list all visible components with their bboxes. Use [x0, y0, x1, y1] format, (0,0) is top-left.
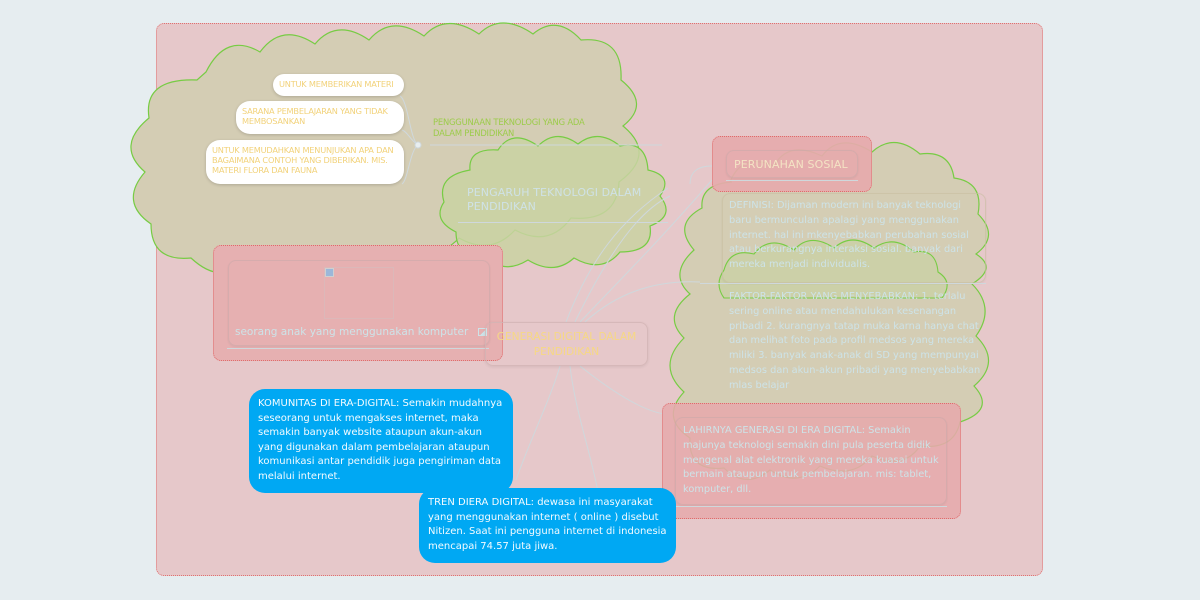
- connector-center-faktor: [584, 281, 701, 323]
- image-underline: [227, 348, 489, 349]
- lahirnya-text: LAHIRNYA GENERASI DI ERA DIGITAL: Semaki…: [683, 424, 948, 498]
- faktor-text: FAKTOR-FAKTOR YANG MENYEBABKAN: 1. terla…: [729, 290, 984, 394]
- topic-label: PENGARUH TEKNOLOGI DALAM PENDIDIKAN: [467, 186, 642, 213]
- topic-tren[interactable]: TREN DIERA DIGITAL: dewasa ini masyaraka…: [419, 488, 676, 563]
- connector-center-perubahan: [579, 179, 713, 323]
- boundary-lahirnya: [662, 403, 961, 519]
- faktor-label: FAKTOR-FAKTOR YANG MENYEBABKAN: 1. terla…: [729, 291, 981, 391]
- boundary-image-node: [213, 245, 503, 361]
- definisi-card[interactable]: [722, 193, 986, 283]
- broken-image-icon: [325, 268, 334, 277]
- connector-center-tren: [569, 365, 599, 493]
- connector-node-dot: [414, 141, 422, 149]
- perubahan-underline: [726, 180, 858, 181]
- perubahan-title: PERUNAHAN SOSIAL: [734, 158, 848, 172]
- connector-center-lahirnya: [579, 365, 665, 415]
- connector-center-pengaruh: [565, 187, 669, 323]
- item-label: UNTUK MEMBERIKAN MATERI: [279, 79, 394, 89]
- topic-underline: [458, 222, 668, 223]
- topic-image-node[interactable]: [228, 260, 490, 346]
- image-placeholder: [324, 267, 394, 319]
- perubahan-title-label: PERUNAHAN SOSIAL: [734, 158, 848, 171]
- connector-center-komunitas: [515, 365, 561, 481]
- subtopic-label: PENGGUNAAN TEKNOLOGI YANG ADA DALAM PEND…: [433, 117, 585, 138]
- definisi-underline: [700, 283, 986, 284]
- topic-komunitas[interactable]: KOMUNITAS DI ERA-DIGITAL: Semakin mudahn…: [249, 389, 513, 493]
- item-untuk-memberikan-materi[interactable]: UNTUK MEMBERIKAN MATERI: [273, 74, 404, 96]
- komunitas-label: KOMUNITAS DI ERA-DIGITAL: Semakin mudahn…: [258, 398, 503, 482]
- subtopic-penggunaan-teknologi[interactable]: PENGGUNAAN TEKNOLOGI YANG ADA DALAM PEND…: [433, 117, 603, 139]
- topic-pengaruh-teknologi[interactable]: PENGARUH TEKNOLOGI DALAM PENDIDIKAN: [467, 186, 652, 214]
- topic-perubahan-sosial[interactable]: [726, 150, 858, 178]
- definisi-text: DEFINISI: Dijaman modern ini banyak tekn…: [729, 199, 984, 273]
- boundary-perubahan-title: [712, 136, 872, 192]
- caption-text: seorang anak yang menggunakan komputer: [235, 326, 469, 338]
- image-caption: seorang anak yang menggunakan komputer: [235, 325, 487, 340]
- cloud-pengaruh-title: [439, 135, 667, 269]
- central-topic-label: GENERASI DIGITAL DALAM PENDIDIKAN: [496, 331, 637, 358]
- image-icon[interactable]: [477, 328, 487, 336]
- lahirnya-underline: [675, 506, 947, 507]
- topic-lahirnya[interactable]: [675, 417, 947, 505]
- item-sarana-pembelajaran[interactable]: SARANA PEMBELAJARAN YANG TIDAK MEMBOSANK…: [236, 101, 404, 134]
- connector-perubahan-def: [689, 165, 713, 185]
- tren-label: TREN DIERA DIGITAL: dewasa ini masyaraka…: [428, 497, 667, 552]
- connector-center-pengaruh-2: [574, 195, 671, 323]
- item-label: SARANA PEMBELAJARAN YANG TIDAK MEMBOSANK…: [242, 106, 388, 126]
- item-untuk-memudahkan[interactable]: UNTUK MEMUDAHKAN MENUNJUKAN APA DAN BAGA…: [206, 140, 404, 184]
- item-label: UNTUK MEMUDAHKAN MENUNJUKAN APA DAN BAGA…: [212, 145, 394, 175]
- lahirnya-label: LAHIRNYA GENERASI DI ERA DIGITAL: Semaki…: [683, 425, 939, 496]
- definisi-label: DEFINISI: Dijaman modern ini banyak tekn…: [729, 200, 969, 271]
- central-topic[interactable]: GENERASI DIGITAL DALAM PENDIDIKAN: [485, 322, 648, 366]
